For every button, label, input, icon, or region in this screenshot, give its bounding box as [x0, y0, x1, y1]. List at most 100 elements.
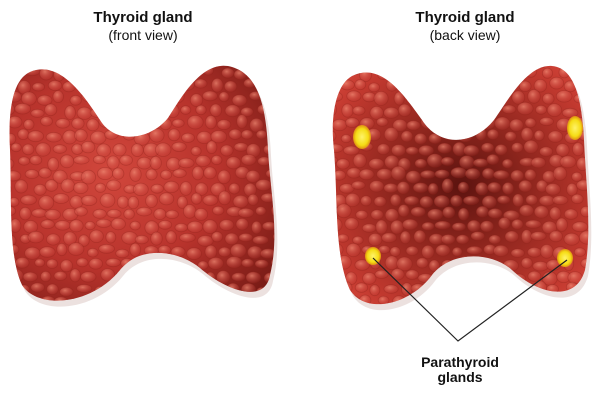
tissue-cell	[337, 159, 350, 169]
tissue-cell	[219, 220, 233, 231]
parathyroid-gland-upper-right	[567, 116, 583, 140]
tissue-cell	[213, 206, 224, 215]
tissue-cell	[91, 53, 104, 63]
tissue-cell	[183, 52, 194, 64]
tissue-cell	[490, 54, 505, 64]
tissue-cell	[53, 91, 64, 103]
tissue-cell	[421, 294, 435, 307]
tissue-cell	[45, 180, 58, 192]
tissue-cell	[61, 179, 75, 192]
tissue-cell	[81, 141, 95, 153]
tissue-cell	[211, 155, 222, 164]
tissue-cell	[326, 103, 337, 116]
tissue-cell	[256, 207, 266, 216]
tissue-cell	[239, 233, 253, 241]
tissue-cell	[498, 218, 510, 230]
tissue-cell	[498, 66, 510, 75]
tissue-cell	[370, 181, 384, 192]
tissue-cell	[237, 115, 248, 129]
tissue-cell	[476, 183, 488, 195]
tissue-cell	[265, 297, 281, 306]
tissue-cell	[30, 155, 42, 164]
tissue-cell	[502, 105, 516, 114]
tissue-cell	[55, 221, 70, 231]
tissue-cell	[477, 109, 488, 119]
tissue-cell	[384, 128, 398, 142]
tissue-cell	[2, 104, 15, 116]
tissue-cell	[460, 105, 474, 118]
tissue-cell	[466, 117, 479, 131]
tissue-cell	[341, 135, 351, 143]
tissue-cell	[5, 57, 15, 67]
tissue-cell	[97, 144, 111, 157]
tissue-cell	[219, 92, 229, 102]
tissue-cell	[413, 52, 425, 63]
tissue-cell	[340, 80, 354, 90]
tissue-cell	[456, 235, 469, 244]
tissue-cell	[328, 144, 344, 153]
tissue-cell	[355, 55, 366, 66]
tissue-cell	[443, 207, 455, 218]
tissue-cell	[130, 119, 145, 129]
tissue-cell	[182, 133, 195, 142]
tissue-cell	[428, 209, 443, 220]
tissue-cell	[189, 296, 201, 308]
tissue-cell	[77, 285, 92, 293]
tissue-cell	[41, 220, 55, 229]
tissue-cell	[370, 285, 380, 296]
tissue-cell	[542, 68, 552, 78]
tissue-cell	[578, 55, 594, 67]
tissue-cell	[547, 104, 561, 117]
tissue-cell	[48, 81, 62, 91]
tissue-cell	[91, 83, 105, 92]
tissue-cell	[265, 92, 276, 103]
tissue-cell	[189, 65, 199, 78]
tissue-cell	[181, 106, 191, 115]
tissue-cell	[151, 53, 163, 66]
tissue-cell	[406, 270, 419, 280]
tissue-cell	[481, 67, 494, 77]
tissue-cell	[153, 285, 168, 294]
tissue-cell	[56, 119, 70, 129]
tissue-cell	[31, 283, 45, 292]
tissue-cell	[32, 209, 47, 217]
tissue-cell	[564, 209, 577, 219]
tissue-cell	[273, 282, 287, 294]
tissue-cell	[60, 155, 74, 168]
tissue-cell	[131, 144, 143, 157]
tissue-cell	[436, 245, 450, 256]
tissue-cell	[564, 233, 579, 245]
tissue-cell	[90, 230, 104, 243]
tissue-cell	[480, 221, 493, 232]
tissue-cell	[556, 91, 572, 103]
tissue-cell	[377, 144, 389, 155]
tissue-cell	[363, 273, 376, 285]
tissue-cell	[272, 155, 286, 166]
tissue-cell	[461, 53, 472, 65]
tissue-cell	[241, 130, 253, 139]
tissue-cell	[400, 231, 411, 244]
back-view-caption: Thyroid gland (back view)	[380, 9, 550, 43]
tissue-cell	[504, 283, 518, 297]
tissue-cell	[203, 91, 218, 101]
tissue-cell	[574, 248, 585, 257]
tissue-cell	[428, 80, 441, 89]
tissue-cell	[476, 206, 488, 217]
tissue-cell	[1, 158, 14, 169]
tissue-cell	[138, 283, 151, 294]
tissue-cell	[137, 207, 152, 216]
tissue-cell	[173, 169, 186, 178]
tissue-cell	[146, 169, 157, 180]
tissue-cell	[6, 171, 21, 181]
tissue-cell	[203, 220, 217, 234]
tissue-cell	[234, 143, 248, 152]
tissue-cell	[97, 167, 112, 179]
tissue-cell	[469, 93, 479, 102]
tissue-cell	[101, 93, 112, 104]
tissue-cell	[109, 56, 120, 65]
tissue-cell	[401, 131, 413, 142]
tissue-cell	[134, 132, 149, 146]
tissue-cell	[123, 131, 135, 140]
tissue-cell	[386, 79, 398, 91]
